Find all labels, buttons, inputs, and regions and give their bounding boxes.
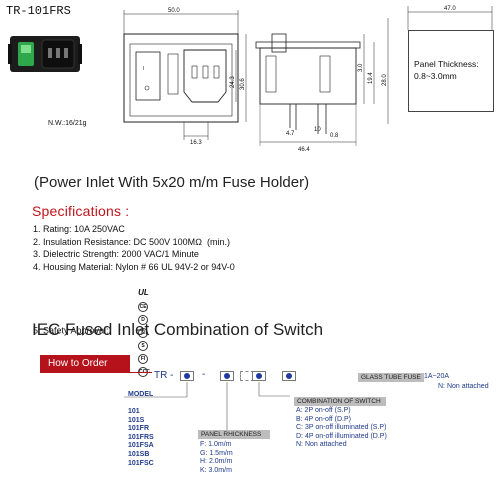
model-option: 101 — [128, 408, 140, 415]
how-to-order-banner: How to Order — [40, 355, 130, 372]
switch-option: B: 4P on-off (D.P) — [296, 415, 351, 423]
product-tagline: (Power Inlet With 5x20 m/m Fuse Holder) — [34, 174, 310, 191]
panel-dim-line: 47.0 — [407, 6, 493, 30]
order-dash: - — [202, 369, 206, 380]
approval-ul-icon: UL — [138, 287, 149, 297]
spec-item: 2. Insulation Resistance: DC 500V 100MΩ … — [33, 236, 230, 247]
front-view-drawing: 50.0 I 24.3 30.6 16.3 — [123, 8, 247, 146]
model-option: 101S — [128, 416, 145, 424]
dim-gap-c: 0.8 — [330, 133, 339, 139]
specifications-title: Specifications : — [32, 203, 130, 219]
dim-right-height: 28.0 — [382, 74, 388, 86]
spec-item: 5. Safety Approval: UL CE D N S FI CCC — [33, 273, 235, 389]
code-dot-icon — [184, 373, 190, 379]
dim-gap-b: 10 — [314, 127, 321, 133]
dim-depth: 46.4 — [298, 147, 310, 153]
net-weight: N.W.:16/21g — [48, 120, 87, 127]
code-dot-icon — [286, 373, 292, 379]
order-prefix: TR - — [154, 370, 174, 381]
switch-header: COMBINATION OF SWITCH — [294, 397, 386, 406]
panel-option: K: 3.0m/m — [200, 466, 232, 474]
panel-option: H: 2.0m/m — [200, 458, 233, 466]
side-view-drawing: 46.4 4.7 10 0.8 3.0 19.4 28.0 — [255, 18, 389, 153]
iec-section-title: IEC Fused Inlet Combination of Switch — [32, 320, 324, 339]
switch-option: A: 2P on-off (S.P) — [296, 407, 351, 414]
order-code-box — [180, 371, 194, 381]
banner-underline — [40, 372, 152, 373]
order-code-box — [220, 371, 234, 381]
model-header: MODEL — [128, 391, 154, 398]
panel-thickness-header: PANEL RHICKNESS — [198, 430, 270, 439]
dim-panel-height: 19.4 — [368, 72, 374, 84]
model-option: 101SB — [128, 450, 150, 458]
dim-inner-height: 24.3 — [230, 76, 236, 88]
product-photo — [8, 36, 82, 72]
panel-option: F: 1.0m/m — [200, 441, 232, 448]
specifications-list: 1. Rating: 10A 250VAC 2. Insulation Resi… — [33, 223, 235, 389]
approval-marks: UL CE D N S FI CCC — [123, 273, 152, 389]
approval-fi-icon: FI — [138, 353, 149, 364]
model-list: 101 101S 101FR 101FRS 101FSA 101SB 101FS… — [128, 408, 154, 468]
spec-item: 3. Dielectric Strength: 2000 VAC/1 Minut… — [33, 249, 199, 260]
panel-thickness: Panel Thickness: 0.8~3.0mm — [414, 58, 479, 82]
order-code-box — [282, 371, 296, 381]
fuse-none: N: Non attached — [438, 383, 489, 390]
dim-body-width: 16.3 — [190, 140, 202, 146]
panel-thickness-label: Panel Thickness: — [414, 59, 479, 69]
model-number: TR-101FRS — [6, 4, 71, 18]
approval-ce-icon: CE — [138, 301, 149, 312]
panel-thickness-list: F: 1.0m/m G: 1.5m/m H: 2.0m/m K: 3.0m/m — [200, 441, 233, 475]
model-option: 101FR — [128, 425, 150, 433]
model-option: 101FSA — [128, 442, 154, 450]
spec-item: 4. Housing Material: Nylon # 66 UL 94V-2… — [33, 261, 235, 272]
switch-option: D: 4P on-off illuminated (D.P) — [296, 432, 387, 440]
panel-thickness-value: 0.8~3.0mm — [414, 71, 457, 81]
code-dot-icon — [224, 373, 230, 379]
dim-gap-a: 4.7 — [286, 131, 295, 137]
switch-list: A: 2P on-off (S.P) B: 4P on-off (D.P) C:… — [296, 407, 387, 450]
dim-top-height: 3.0 — [358, 63, 364, 72]
panel-option: G: 1.5m/m — [200, 449, 233, 457]
code-dot-icon — [256, 373, 262, 379]
approval-ccc-icon: CCC — [138, 366, 150, 377]
switch-option: N: Non attached — [296, 441, 347, 449]
panel-cutout — [408, 30, 494, 112]
model-option: 101FSC — [128, 459, 154, 467]
order-connectors — [124, 382, 290, 430]
approval-s-icon: S — [138, 340, 149, 351]
dim-width-side: 47.0 — [444, 6, 456, 12]
order-code-box — [252, 371, 266, 381]
switch-option: C: 3P on-off illuminated (S.P) — [296, 424, 387, 432]
spec-item: 1. Rating: 10A 250VAC — [33, 224, 125, 234]
dim-width-top: 50.0 — [168, 8, 180, 14]
dim-outer-height: 30.6 — [240, 78, 246, 90]
model-option: 101FRS — [128, 433, 154, 441]
fuse-range: 1A~20A — [424, 373, 450, 380]
fuse-header: GLASS TUBE FUSE — [358, 373, 424, 382]
svg-text:I: I — [143, 66, 144, 72]
